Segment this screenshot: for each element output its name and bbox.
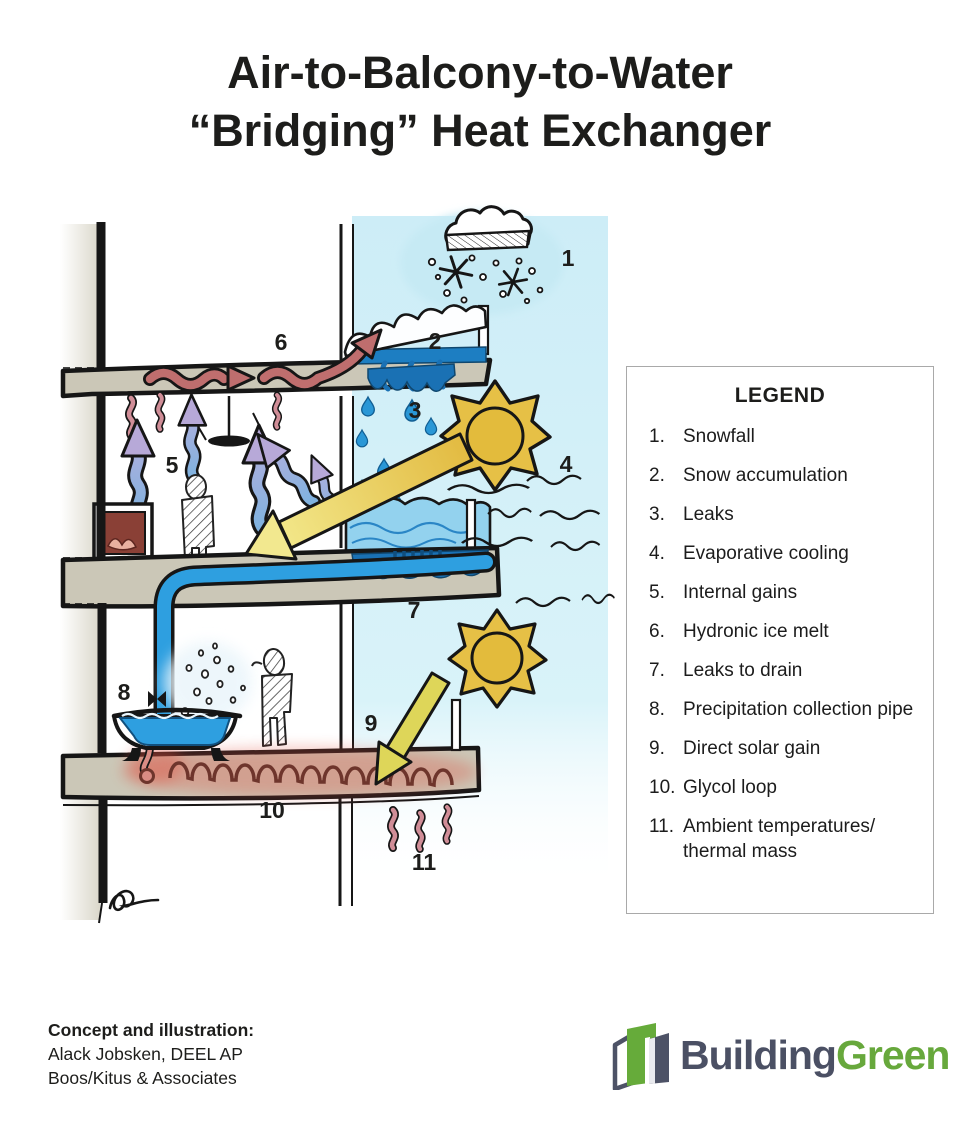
legend-item-2: 2.Snow accumulation [649,465,848,486]
callout-11: 11 [412,849,437,875]
shower-figure [251,648,293,747]
legend-item-7: 7.Leaks to drain [649,660,803,681]
solar-arrow-upper [244,432,474,561]
evaporative-pool [344,496,492,558]
callout-3: 3 [409,397,422,423]
artist-signature [108,889,160,912]
sun-lower [447,608,548,709]
legend-item-8: 8.Precipitation collection pipe [649,699,914,720]
callout-10: 10 [259,797,285,823]
glazing-lines [338,224,354,906]
solar-arrow-lower [374,671,451,786]
bathtub [111,707,243,761]
legend-item-6: 6.Hydronic ice melt [649,621,829,642]
callout-7: 7 [408,597,421,623]
legend-item-11: 11.Ambient temperatures/ thermal mass [649,816,876,862]
title-line2: “Bridging” Heat Exchanger [188,105,772,156]
page-title: Air-to-Balcony-to-Water “Bridging” Heat E… [0,44,960,160]
buildinggreen-logo-icon [612,1023,669,1090]
legend-item-5: 5.Internal gains [649,582,798,603]
credits-line1: Alack Jobsken, DEEL AP [48,1044,243,1064]
balcony-rail-post-middle [465,498,477,554]
callout-9: 9 [365,710,378,736]
snowflakes [427,253,544,305]
callout-5: 5 [166,452,179,478]
bubbles [164,642,252,722]
legend-item-9: 9.Direct solar gain [649,738,821,759]
callout-2: 2 [429,328,442,354]
buildinggreen-logo-text: BuildingGreen [680,1032,950,1078]
legend-item-10: 10.Glycol loop [649,777,777,798]
callout-numbers: 1 2 3 4 5 6 7 8 9 10 11 [118,245,575,875]
legend-panel: LEGEND 1.Snowfall 2.Snow accumulation 3.… [626,366,934,914]
legend-list: 1.Snowfall 2.Snow accumulation 3.Leaks 4… [649,424,921,864]
legend-title: LEGEND [734,384,826,407]
callout-4: 4 [560,451,573,477]
legend-item-1: 1.Snowfall [649,426,755,447]
callout-8: 8 [118,679,131,705]
valve-icon [148,691,166,707]
legend-item-3: 3.Leaks [649,504,734,525]
balcony-rail-post-bottom [450,698,462,752]
callout-6: 6 [275,329,288,355]
title-line1: Air-to-Balcony-to-Water [227,47,733,98]
callout-1: 1 [562,245,575,271]
credits-block: Concept and illustration: Alack Jobsken,… [48,1018,254,1090]
hydronic-ice-melt-arrows [143,328,383,392]
legend-item-4: 4.Evaporative cooling [649,543,849,564]
credits-line2: Boos/Kitus & Associates [48,1068,237,1088]
buildinggreen-logo: BuildingGreen [612,1020,950,1090]
building-wall [63,222,108,924]
credits-heading: Concept and illustration: [48,1020,255,1040]
precipitation-collection-pipe [153,551,497,727]
occupant-figure [181,474,215,560]
snowfall-cloud [444,205,533,252]
